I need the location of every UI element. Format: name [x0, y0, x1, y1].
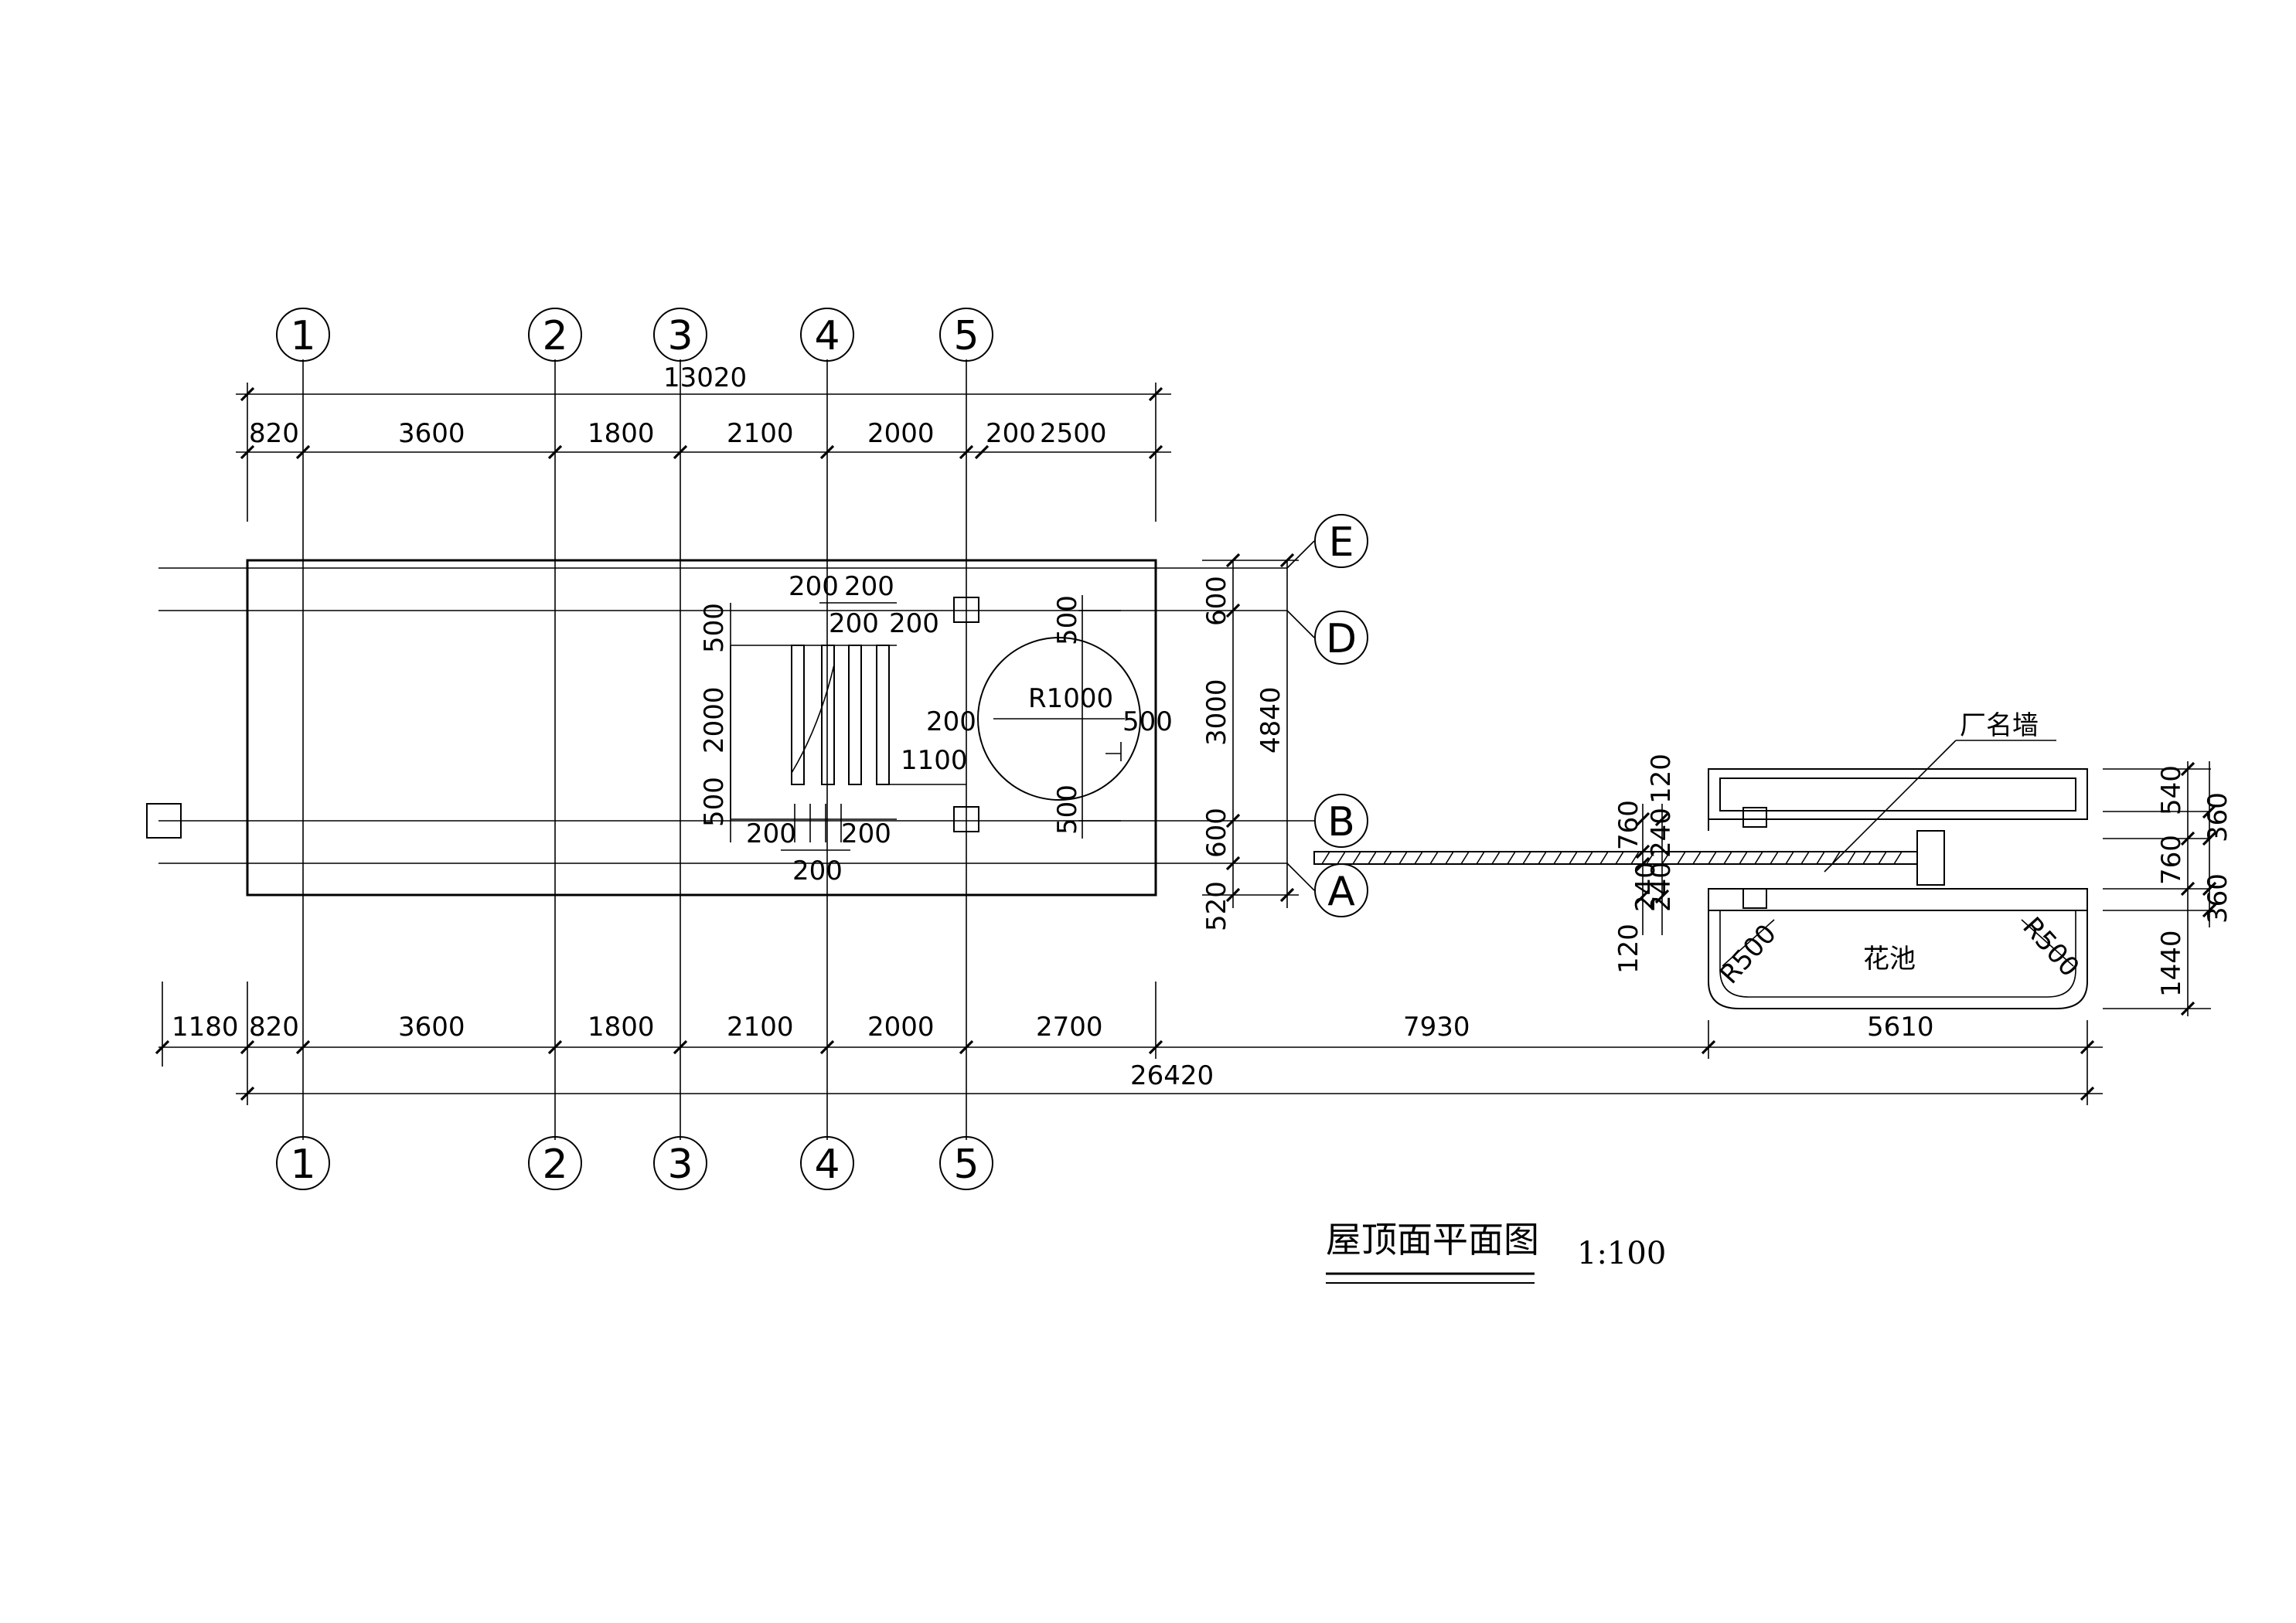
top-overall-dim: 13020	[663, 362, 747, 393]
right-dim-segment: 600	[1201, 808, 1232, 858]
bottom-dim-segment: 3600	[398, 1012, 465, 1043]
pool-radius-left: R500	[1714, 918, 1783, 990]
axis-label: D	[1326, 616, 1357, 662]
opening-dim-top: 200	[829, 608, 879, 639]
bottom-dim-segment: 2700	[1036, 1012, 1103, 1043]
axis-label: A	[1327, 869, 1355, 915]
roof-outline	[246, 559, 1157, 897]
axis-label: 2	[542, 313, 567, 359]
axis-bubbles-bottom: 1 2 3 4 5	[276, 1136, 993, 1190]
axis-bubbles-top: 1 2 3 4 5	[276, 308, 993, 362]
pool-dim: 360	[2202, 792, 2233, 842]
bottom-dim-segment: 1180	[172, 1012, 239, 1043]
top-dim-segment: 1800	[588, 418, 655, 449]
top-dim-segment: 2000	[867, 418, 935, 449]
top-dim-segment: 820	[249, 418, 299, 449]
axis-label: 2	[542, 1142, 567, 1188]
right-dimension-chain-pool	[2103, 761, 2217, 1016]
drawing-scale: 1:100	[1577, 1236, 1666, 1271]
opening-dim-gap: 1100	[901, 745, 968, 776]
opening-dim-top: 200	[789, 571, 839, 602]
opening-dim-to-circle: 200	[926, 706, 976, 737]
bottom-dim-segment: 2100	[727, 1012, 794, 1043]
right-dim-segment: 520	[1201, 881, 1232, 931]
axis-label: 5	[953, 1142, 979, 1188]
opening-dim-bottom: 200	[746, 818, 796, 849]
pool-dim: 540	[2156, 765, 2187, 815]
name-wall	[1313, 830, 1945, 886]
wall-dimension-chain	[1635, 804, 1670, 935]
axis-label: 4	[814, 313, 840, 359]
axis-label: 4	[814, 1142, 840, 1188]
pool-dim: 760	[2156, 835, 2187, 885]
column-marker-left	[146, 803, 182, 839]
vertical-axis-lines	[302, 359, 967, 1140]
top-dim-segment: 2500	[1040, 418, 1107, 449]
circle-bottom-dim: 500	[1052, 784, 1083, 835]
circle-radius-label: R1000	[1028, 683, 1113, 714]
flower-pool-label: 花池	[1863, 944, 1916, 975]
drawing-title: 屋顶面平面图	[1326, 1219, 1539, 1261]
bottom-dim-segment: 2000	[867, 1012, 935, 1043]
bottom-dim-segment: 820	[249, 1012, 299, 1043]
axis-label: 3	[667, 313, 693, 359]
axis-label: 3	[667, 1142, 693, 1188]
axis-label: 1	[290, 1142, 315, 1188]
axis-label: B	[1327, 799, 1355, 846]
top-dimension-chain	[236, 383, 1171, 522]
wall-dim: 240	[1630, 862, 1661, 912]
bottom-dim-segment: 5610	[1867, 1012, 1934, 1043]
top-dim-segment: 2100	[727, 418, 794, 449]
right-dim-segment: 3000	[1201, 679, 1232, 746]
axis-label: 1	[290, 313, 315, 359]
bottom-overall-dim: 26420	[1130, 1060, 1214, 1091]
opening-dim-left: 500	[699, 777, 730, 827]
axis-label: E	[1329, 519, 1354, 566]
axis-label: 5	[953, 313, 979, 359]
pool-dim: 1440	[2156, 930, 2187, 997]
pool-radius-right: R500	[2016, 911, 2085, 983]
circle-skylight	[977, 610, 1141, 822]
name-wall-label: 厂名墙	[1960, 710, 2039, 741]
bottom-dimension-chain	[155, 982, 2103, 1105]
opening-dim-left: 500	[699, 603, 730, 653]
circle-right-dim: 500	[1122, 706, 1173, 737]
bottom-dim-segment: 1800	[588, 1012, 655, 1043]
pool-dim: 360	[2202, 873, 2233, 924]
top-dim-segment: 200	[986, 418, 1036, 449]
opening-dim-bottom: 200	[841, 818, 891, 849]
roof-opening	[730, 645, 966, 842]
top-dim-segment: 3600	[398, 418, 465, 449]
wall-dim: 120	[1646, 754, 1677, 804]
opening-dim-top: 200	[844, 571, 894, 602]
bottom-dim-segment: 7930	[1403, 1012, 1470, 1043]
wall-dim: 120	[1613, 924, 1644, 974]
opening-dim-bottom: 200	[792, 856, 843, 886]
right-dim-overall: 4840	[1255, 686, 1286, 754]
axis-bubbles-right: E D B A	[1314, 514, 1368, 917]
flower-pool	[1708, 768, 2088, 1009]
wall-dim: 760	[1613, 800, 1644, 850]
right-dim-segment: 600	[1201, 576, 1232, 626]
column-marker	[953, 806, 979, 832]
right-dimension-chain-building	[1202, 553, 1299, 908]
opening-dim-top: 200	[889, 608, 939, 639]
wall-dim: 240	[1646, 862, 1677, 912]
circle-top-dim: 500	[1052, 595, 1083, 645]
opening-dim-left: 2000	[699, 686, 730, 754]
column-marker	[953, 597, 979, 623]
wall-dim: 240	[1646, 808, 1677, 858]
